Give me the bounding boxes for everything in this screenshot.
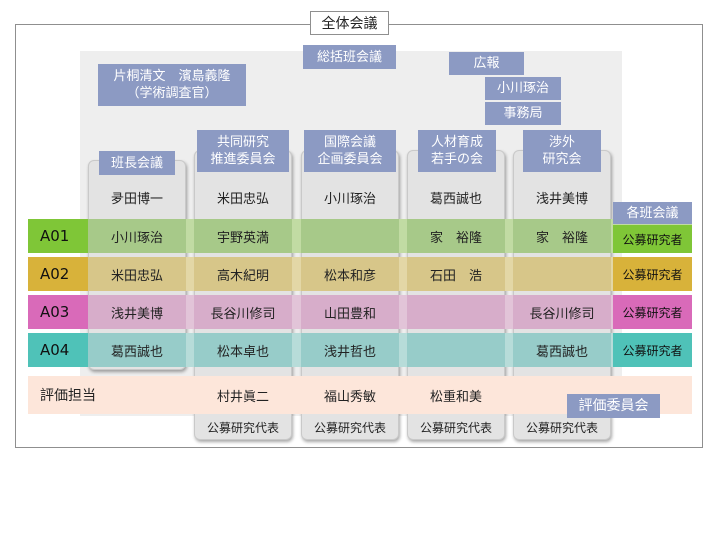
cell-kokusai-a04: 浅井哲也	[301, 333, 399, 367]
column-header-text: 班長会議	[110, 155, 163, 171]
column-header-text: 研究会	[542, 152, 582, 167]
cell-hancho-a04: 葛西誠也	[88, 333, 186, 367]
cell-kyodo-a02: 高木紀明	[194, 257, 292, 291]
column-header-shogai: 渉外 研究会	[523, 130, 601, 172]
leader-shogai: 浅井美博	[535, 191, 588, 207]
footer-jinzai: 公募研究代表	[419, 420, 492, 435]
group-tag-a01: A01	[28, 219, 88, 253]
footer-kokusai: 公募研究代表	[313, 420, 386, 435]
cell-shogai-a04: 葛西誠也	[513, 333, 611, 367]
jimukyoku-label: 事務局	[485, 102, 561, 125]
column-header-jinzai: 人材育成 若手の会	[418, 130, 496, 172]
column-header-text: 企画委員会	[317, 152, 383, 167]
cell-kokusai-a02: 松本和彦	[301, 257, 399, 291]
cell-kokusai-a01	[301, 219, 399, 253]
eval-row-label: 評価担当	[40, 388, 96, 404]
leader-kyodo: 米田忠弘	[216, 191, 269, 207]
cell-jinzai-a04	[407, 333, 505, 367]
column-header-text: 人材育成	[430, 135, 483, 150]
column-header-kokusai: 国際会議 企画委員会	[304, 130, 396, 172]
kakuhan-label: 各班会議	[613, 202, 692, 224]
cell-jinzai-a01: 家 裕隆	[407, 219, 505, 253]
column-header-text: 国際会議	[323, 135, 376, 150]
cell-kyodo-a04: 松本卓也	[194, 333, 292, 367]
cell-hancho-a03: 浅井美博	[88, 295, 186, 329]
row-band-a01	[28, 219, 692, 253]
group-tag-a04: A04	[28, 333, 88, 367]
hyoka-iinkai-label: 評価委員会	[567, 394, 660, 418]
eval-kokusai: 福山秀敏	[323, 389, 376, 405]
eval-jinzai: 松重和美	[429, 389, 482, 405]
leader-kokusai: 小川琢治	[323, 191, 376, 207]
column-header-hancho: 班長会議	[99, 151, 175, 175]
footer-shogai: 公募研究代表	[525, 420, 598, 435]
row-band-a04	[28, 333, 692, 367]
footer-kyodo: 公募研究代表	[206, 420, 279, 435]
advisors-names: 片桐清文 濱島義隆	[113, 69, 231, 84]
column-header-kyodo: 共同研究 推進委員会	[197, 130, 289, 172]
cell-kyodo-a01: 宇野英満	[194, 219, 292, 253]
leader-hancho: 夛田博一	[110, 191, 163, 207]
group-tag-a03: A03	[28, 295, 88, 329]
row-band-a02	[28, 257, 692, 291]
group-right-a02: 公募研究者	[613, 257, 692, 291]
cell-shogai-a02	[513, 257, 611, 291]
cell-jinzai-a02: 石田 浩	[407, 257, 505, 291]
eval-kyodo: 村井眞二	[216, 389, 269, 405]
advisors-label: 片桐清文 濱島義隆 （学術調査官）	[98, 64, 246, 106]
group-right-a01: 公募研究者	[613, 225, 692, 253]
cell-kyodo-a03: 長谷川修司	[194, 295, 292, 329]
group-tag-a02: A02	[28, 257, 88, 291]
column-header-text: 渉外	[548, 135, 575, 150]
sokatsu-label: 総括班会議	[303, 45, 396, 69]
column-header-text: 推進委員会	[210, 152, 276, 167]
diagram-title: 全体会議	[310, 11, 389, 35]
cell-hancho-a02: 米田忠弘	[88, 257, 186, 291]
group-right-a04: 公募研究者	[613, 333, 692, 367]
cell-jinzai-a03	[407, 295, 505, 329]
cell-kokusai-a03: 山田豊和	[301, 295, 399, 329]
row-band-a03	[28, 295, 692, 329]
koho-label: 広報	[449, 52, 524, 75]
column-header-text: 共同研究	[216, 135, 269, 150]
advisors-role: （学術調査官）	[126, 86, 218, 101]
cell-shogai-a03: 長谷川修司	[513, 295, 611, 329]
koho-person-label: 小川琢治	[485, 77, 561, 100]
group-right-a03: 公募研究者	[613, 295, 692, 329]
leader-jinzai: 葛西誠也	[429, 191, 482, 207]
cell-shogai-a01: 家 裕隆	[513, 219, 611, 253]
column-header-text: 若手の会	[430, 152, 483, 167]
cell-hancho-a01: 小川琢治	[88, 219, 186, 253]
